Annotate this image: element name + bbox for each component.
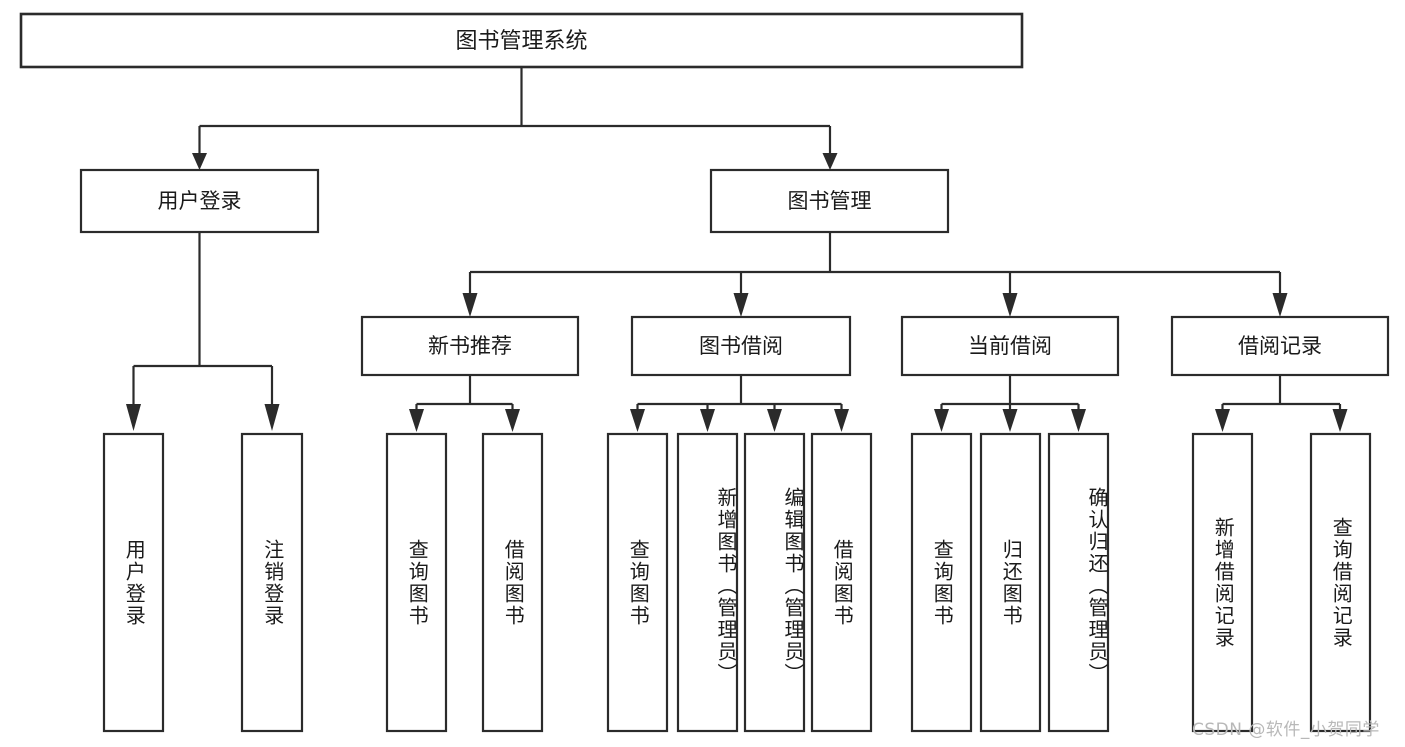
arrowhead-bb-leaf-4 xyxy=(834,409,849,432)
leaf-box-user-login[interactable] xyxy=(102,432,165,733)
arrowhead-current-borrow xyxy=(1002,293,1018,317)
arrowhead-bb-leaf-3 xyxy=(767,409,782,432)
leaf-box-nb-query-book[interactable] xyxy=(385,432,448,733)
arrowhead-bb-leaf-2 xyxy=(700,409,715,432)
node-user-login-label: 用户登录 xyxy=(158,189,242,213)
leaf-box-br-add-record[interactable] xyxy=(1191,432,1254,733)
leaf-box-bb-query-book[interactable] xyxy=(606,432,669,733)
node-root[interactable] xyxy=(19,12,1024,69)
arrowhead-cb-leaf-3 xyxy=(1071,409,1086,432)
node-root-label: 图书管理系统 xyxy=(455,29,587,54)
arrowhead-book-manage xyxy=(822,153,838,170)
arrowhead-leaf-user-login xyxy=(126,404,141,431)
leaf-box-br-query-record[interactable] xyxy=(1309,432,1372,733)
leaf-box-nb-borrow-book[interactable] xyxy=(481,432,544,733)
node-current-borrow-label: 当前借阅 xyxy=(968,334,1052,358)
leaf-box-cb-query-book[interactable] xyxy=(910,432,973,733)
node-borrow-record[interactable] xyxy=(1170,315,1390,377)
arrowhead-book-borrow xyxy=(733,293,749,317)
leaf-box-bb-edit-book[interactable] xyxy=(743,432,806,733)
arrowhead-br-leaf-2 xyxy=(1332,409,1348,432)
arrowhead-leaf-logout xyxy=(264,404,280,431)
arrowhead-br-leaf-1 xyxy=(1215,409,1230,432)
leaf-box-cb-return-book[interactable] xyxy=(979,432,1042,733)
arrowhead-nb-leaf-2 xyxy=(505,409,520,432)
node-current-borrow[interactable] xyxy=(900,315,1120,377)
leaf-box-logout[interactable] xyxy=(240,432,304,733)
csdn-watermark: CSDN @软件_小贺同学 xyxy=(1192,720,1380,740)
node-new-book-recommend-label: 新书推荐 xyxy=(428,334,512,358)
arrowhead-cb-leaf-2 xyxy=(1002,409,1018,432)
arrowhead-new-book xyxy=(462,293,478,317)
arrowhead-borrow-record xyxy=(1272,293,1288,317)
leaf-box-cb-confirm-return[interactable] xyxy=(1047,432,1110,733)
leaf-box-bb-borrow-book[interactable] xyxy=(810,432,873,733)
node-borrow-record-label: 借阅记录 xyxy=(1238,334,1322,358)
leaf-box-bb-add-book[interactable] xyxy=(676,432,739,733)
arrowhead-user-login xyxy=(192,153,207,170)
arrowhead-cb-leaf-1 xyxy=(934,409,949,432)
node-book-manage[interactable] xyxy=(709,168,950,234)
node-user-login[interactable] xyxy=(79,168,320,234)
arrowhead-nb-leaf-1 xyxy=(409,409,424,432)
node-layer: 图书管理系统 用户登录 图书管理 新书推荐 图书借阅 当前借阅 借阅记录 xyxy=(19,12,1390,733)
node-new-book-recommend[interactable] xyxy=(360,315,580,377)
node-book-borrow[interactable] xyxy=(630,315,852,377)
node-book-manage-label: 图书管理 xyxy=(788,189,872,213)
arrowhead-bb-leaf-1 xyxy=(630,409,645,432)
node-book-borrow-label: 图书借阅 xyxy=(699,334,783,358)
connector-layer xyxy=(126,67,1348,432)
